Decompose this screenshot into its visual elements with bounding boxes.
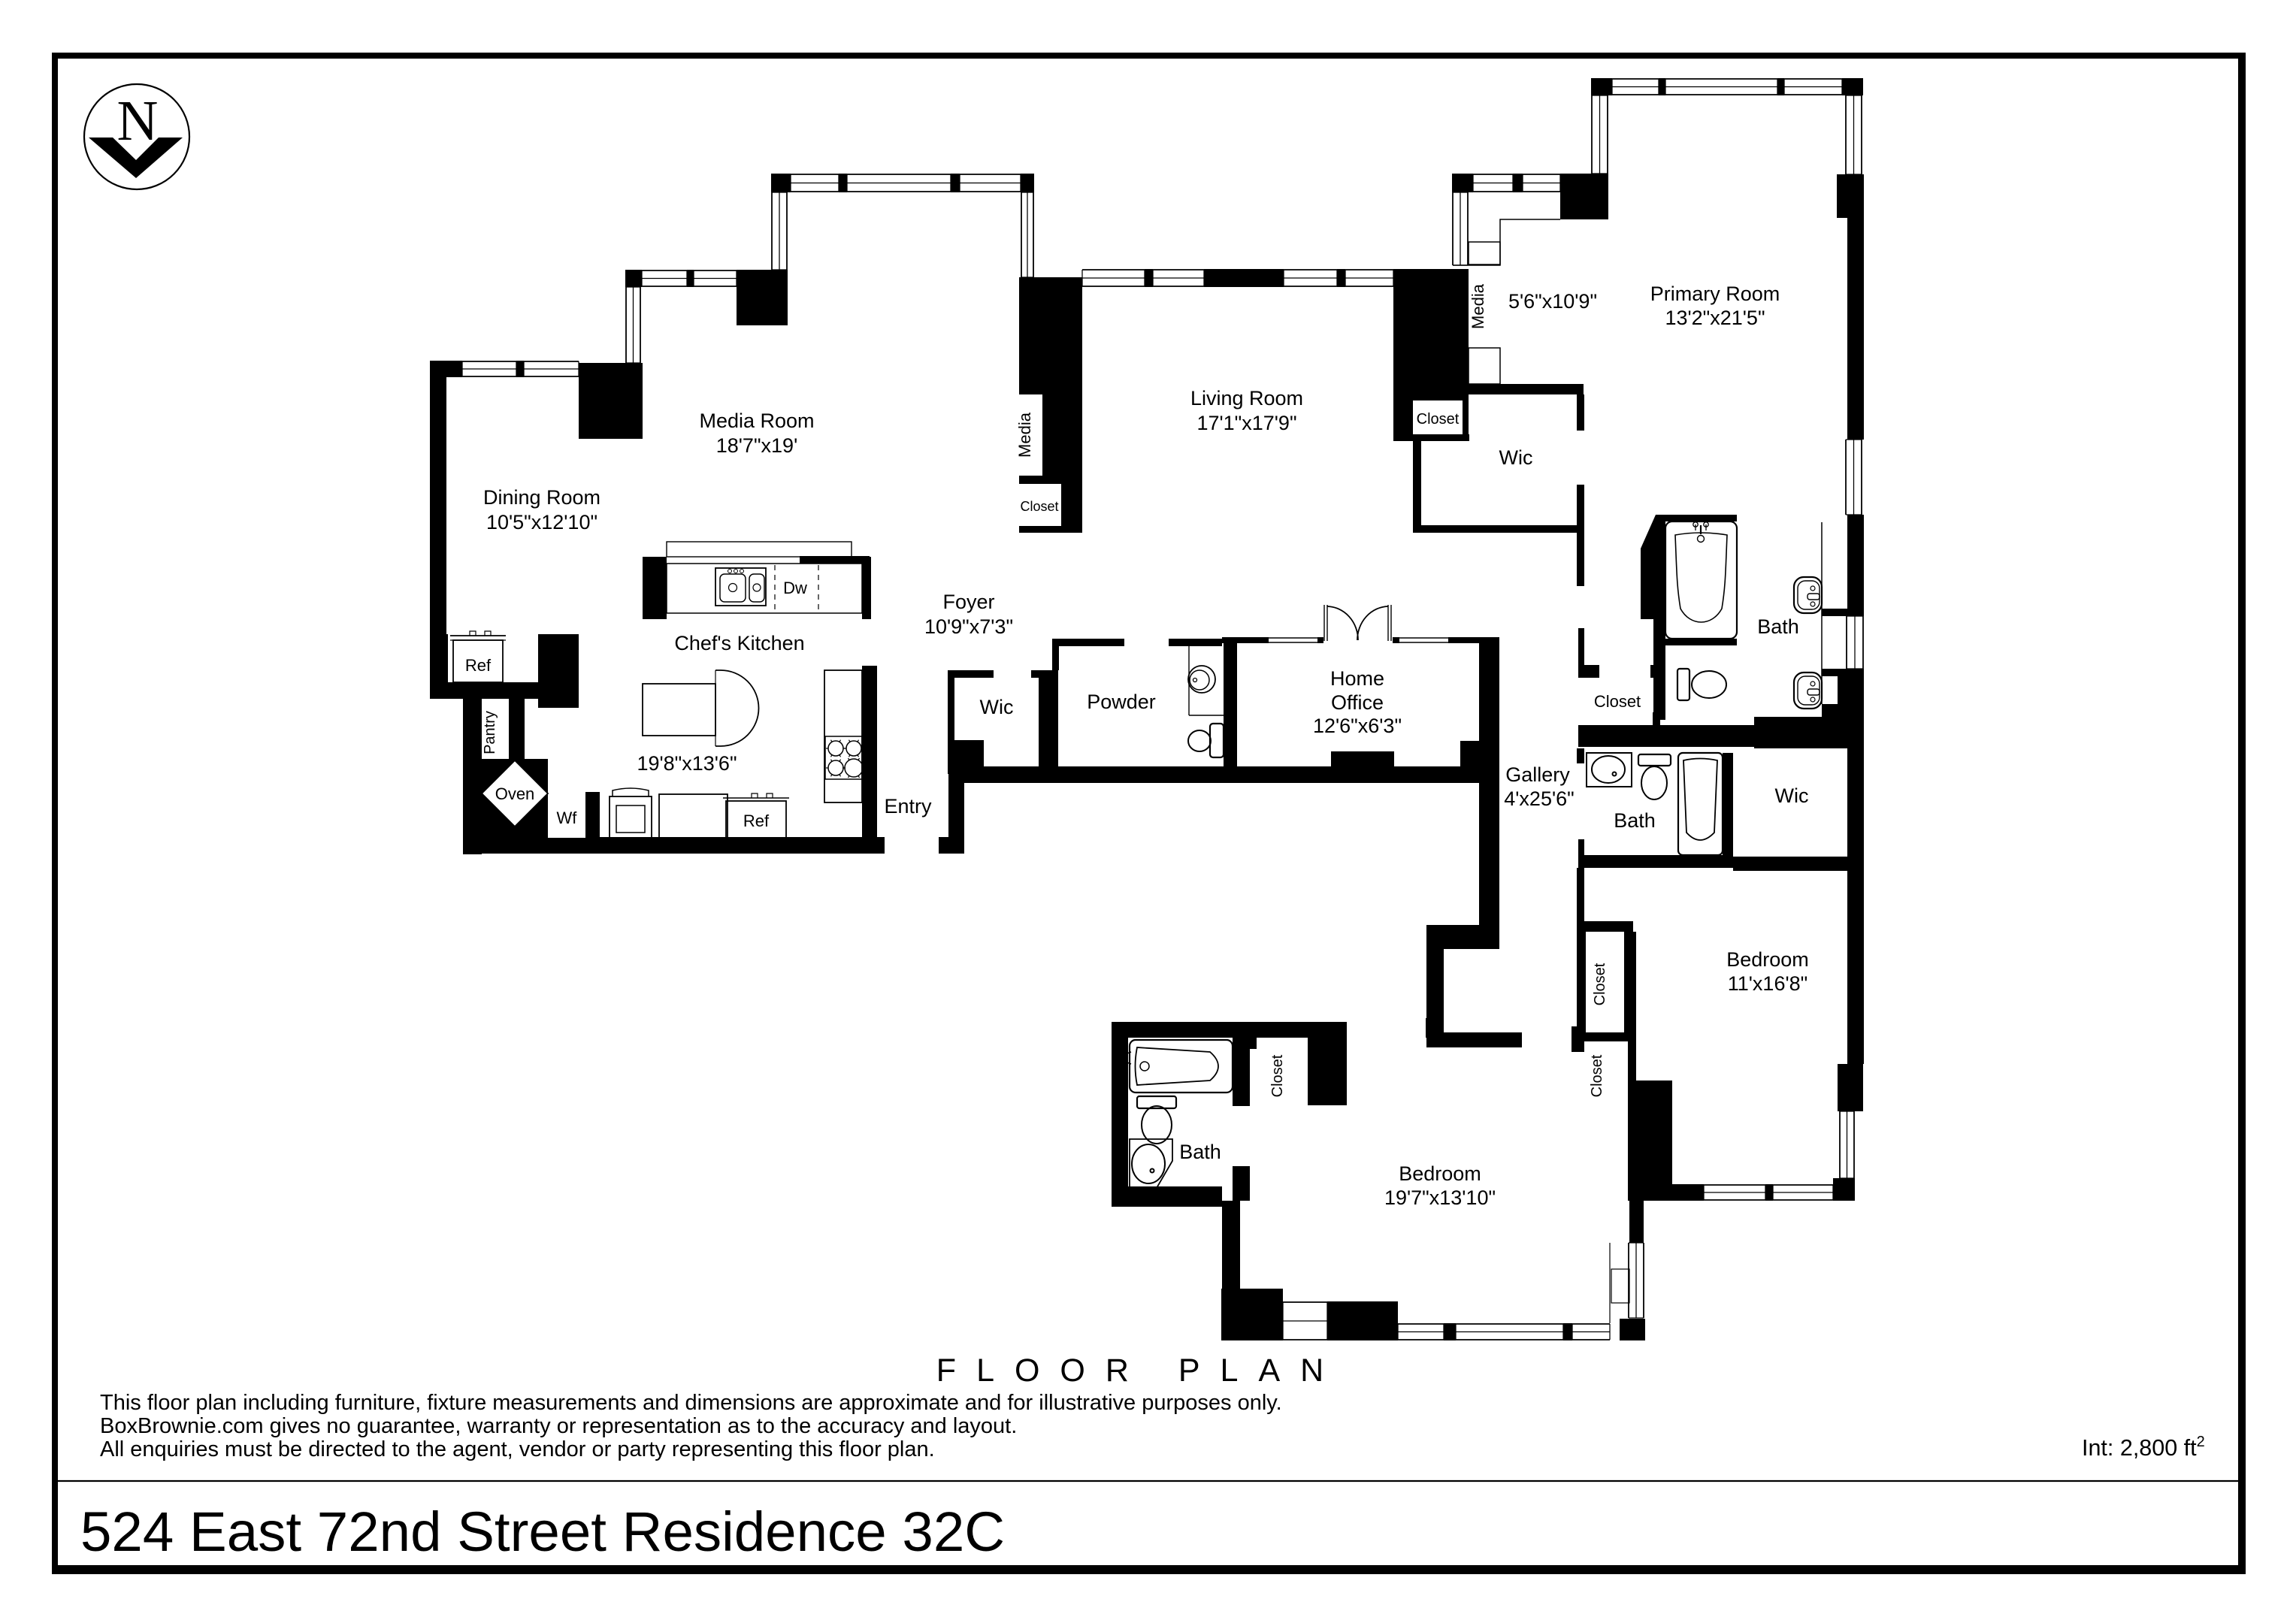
svg-text:Bath: Bath — [1614, 809, 1656, 832]
svg-text:Closet: Closet — [1589, 1054, 1605, 1097]
svg-text:Media: Media — [1469, 283, 1487, 329]
svg-text:Oven: Oven — [495, 784, 535, 803]
svg-text:Chef's Kitchen: Chef's Kitchen — [674, 632, 804, 654]
svg-text:Int: 2,800 ft2: Int: 2,800 ft2 — [2082, 1434, 2205, 1461]
svg-text:10'5"x12'10": 10'5"x12'10" — [486, 511, 597, 533]
svg-text:Living Room: Living Room — [1190, 387, 1303, 410]
svg-text:Gallery: Gallery — [1505, 763, 1570, 786]
svg-text:Media: Media — [1015, 412, 1034, 458]
svg-text:Media Room: Media Room — [699, 410, 814, 432]
svg-text:Bedroom: Bedroom — [1726, 948, 1809, 971]
svg-text:524 East 72nd Street Residence: 524 East 72nd Street Residence 32C — [80, 1501, 1005, 1563]
svg-text:Closet: Closet — [1592, 963, 1608, 1005]
svg-text:Wf: Wf — [557, 808, 578, 827]
svg-text:Home: Home — [1330, 667, 1384, 690]
svg-text:BoxBrownie.com gives no guaran: BoxBrownie.com gives no guarantee, warra… — [100, 1414, 1017, 1438]
svg-text:Wic: Wic — [980, 696, 1014, 718]
svg-text:Wic: Wic — [1775, 784, 1809, 807]
svg-text:Bedroom: Bedroom — [1399, 1162, 1481, 1185]
svg-text:N: N — [117, 89, 159, 153]
svg-text:Ref: Ref — [465, 656, 492, 675]
svg-text:Bath: Bath — [1179, 1141, 1221, 1163]
svg-text:Bath: Bath — [1757, 615, 1799, 638]
svg-text:Closet: Closet — [1594, 692, 1641, 711]
svg-text:All enquiries must be directed: All enquiries must be directed to the ag… — [100, 1437, 935, 1461]
svg-text:Closet: Closet — [1269, 1054, 1286, 1097]
svg-text:Dining Room: Dining Room — [483, 486, 600, 509]
svg-text:This floor plan including furn: This floor plan including furniture, fix… — [100, 1391, 1282, 1415]
svg-text:FLOOR PLAN: FLOOR PLAN — [936, 1352, 1344, 1389]
svg-text:Wic: Wic — [1499, 446, 1533, 469]
svg-text:10'9"x7'3": 10'9"x7'3" — [924, 615, 1013, 638]
svg-text:12'6"x6'3": 12'6"x6'3" — [1313, 715, 1402, 737]
svg-text:Foyer: Foyer — [942, 591, 994, 613]
svg-text:17'1"x17'9": 17'1"x17'9" — [1196, 412, 1296, 434]
svg-text:Office: Office — [1331, 691, 1384, 714]
svg-text:Closet: Closet — [1417, 411, 1460, 428]
svg-text:19'8"x13'6": 19'8"x13'6" — [637, 752, 737, 775]
svg-text:Dw: Dw — [783, 579, 807, 597]
svg-text:11'x16'8": 11'x16'8" — [1728, 972, 1807, 995]
svg-text:18'7"x19': 18'7"x19' — [716, 434, 797, 457]
svg-text:19'7"x13'10": 19'7"x13'10" — [1384, 1186, 1496, 1209]
svg-text:5'6"x10'9": 5'6"x10'9" — [1508, 290, 1597, 313]
svg-text:Closet: Closet — [1020, 499, 1058, 514]
svg-text:Primary Room: Primary Room — [1650, 283, 1780, 305]
svg-text:Pantry: Pantry — [482, 711, 498, 754]
svg-text:Powder: Powder — [1087, 691, 1156, 713]
svg-text:Entry: Entry — [884, 795, 932, 818]
svg-text:13'2"x21'5": 13'2"x21'5" — [1665, 307, 1765, 329]
svg-text:4'x25'6": 4'x25'6" — [1504, 787, 1574, 810]
svg-text:Ref: Ref — [743, 812, 770, 830]
